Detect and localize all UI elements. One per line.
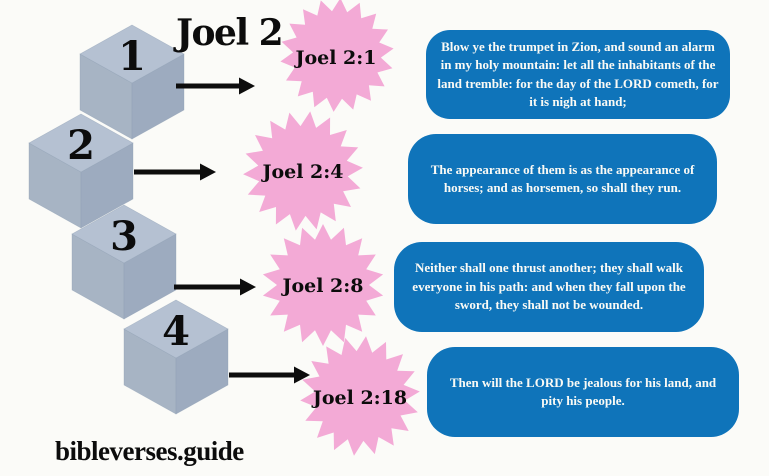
site-name: bibleverses.guide <box>55 436 244 466</box>
verse-reference-label: Joel 2:1 <box>293 47 376 69</box>
cube-4: 4 <box>123 299 229 415</box>
verse-box-joel-2-8: Neither shall one thrust another; they s… <box>394 242 704 332</box>
verse-box-joel-2-18: Then will the LORD be jealous for his la… <box>427 347 739 437</box>
arrow-3 <box>174 278 256 296</box>
cube-3-top-face <box>71 204 177 264</box>
cube-2-top-face <box>28 113 134 173</box>
verse-text: The appearance of them is as the appeara… <box>430 161 695 195</box>
arrow-2 <box>134 163 216 181</box>
verse-text: Neither shall one thrust another; they s… <box>412 260 686 313</box>
verse-box-joel-2-1: Blow ye the trumpet in Zion, and sound a… <box>426 30 730 119</box>
verse-reference-label: Joel 2:18 <box>311 387 407 409</box>
cube-4-top-face <box>123 299 229 359</box>
verse-text: Blow ye the trumpet in Zion, and sound a… <box>437 38 719 109</box>
verse-reference-label: Joel 2:4 <box>260 161 343 183</box>
starburst-joel-2-1: Joel 2:1 <box>280 0 394 112</box>
starburst-shape <box>300 336 420 456</box>
verse-reference-label: Joel 2:8 <box>280 275 363 297</box>
page-title: Joel 2 <box>176 12 284 54</box>
cube-4-number: 4 <box>162 308 190 355</box>
cube-1-number: 1 <box>118 33 146 80</box>
starburst-shape <box>280 0 394 112</box>
verse-box-joel-2-4: The appearance of them is as the appeara… <box>408 134 717 224</box>
starburst-joel-2-4: Joel 2:4 <box>243 111 363 231</box>
arrow-4 <box>229 366 310 384</box>
arrow-1 <box>176 77 255 95</box>
cube-1: 1 <box>79 24 185 140</box>
cube-2: 2 <box>28 113 134 229</box>
cube-2-number: 2 <box>67 122 95 169</box>
cube-1-top-face <box>79 24 185 84</box>
starburst-shape <box>243 111 363 231</box>
starburst-joel-2-8: Joel 2:8 <box>262 224 384 346</box>
cube-3: 3 <box>71 204 177 320</box>
cube-3-number: 3 <box>110 213 138 260</box>
verse-text: Then will the LORD be jealous for his la… <box>449 374 717 408</box>
starburst-shape <box>262 224 384 346</box>
starburst-joel-2-18: Joel 2:18 <box>300 336 420 456</box>
